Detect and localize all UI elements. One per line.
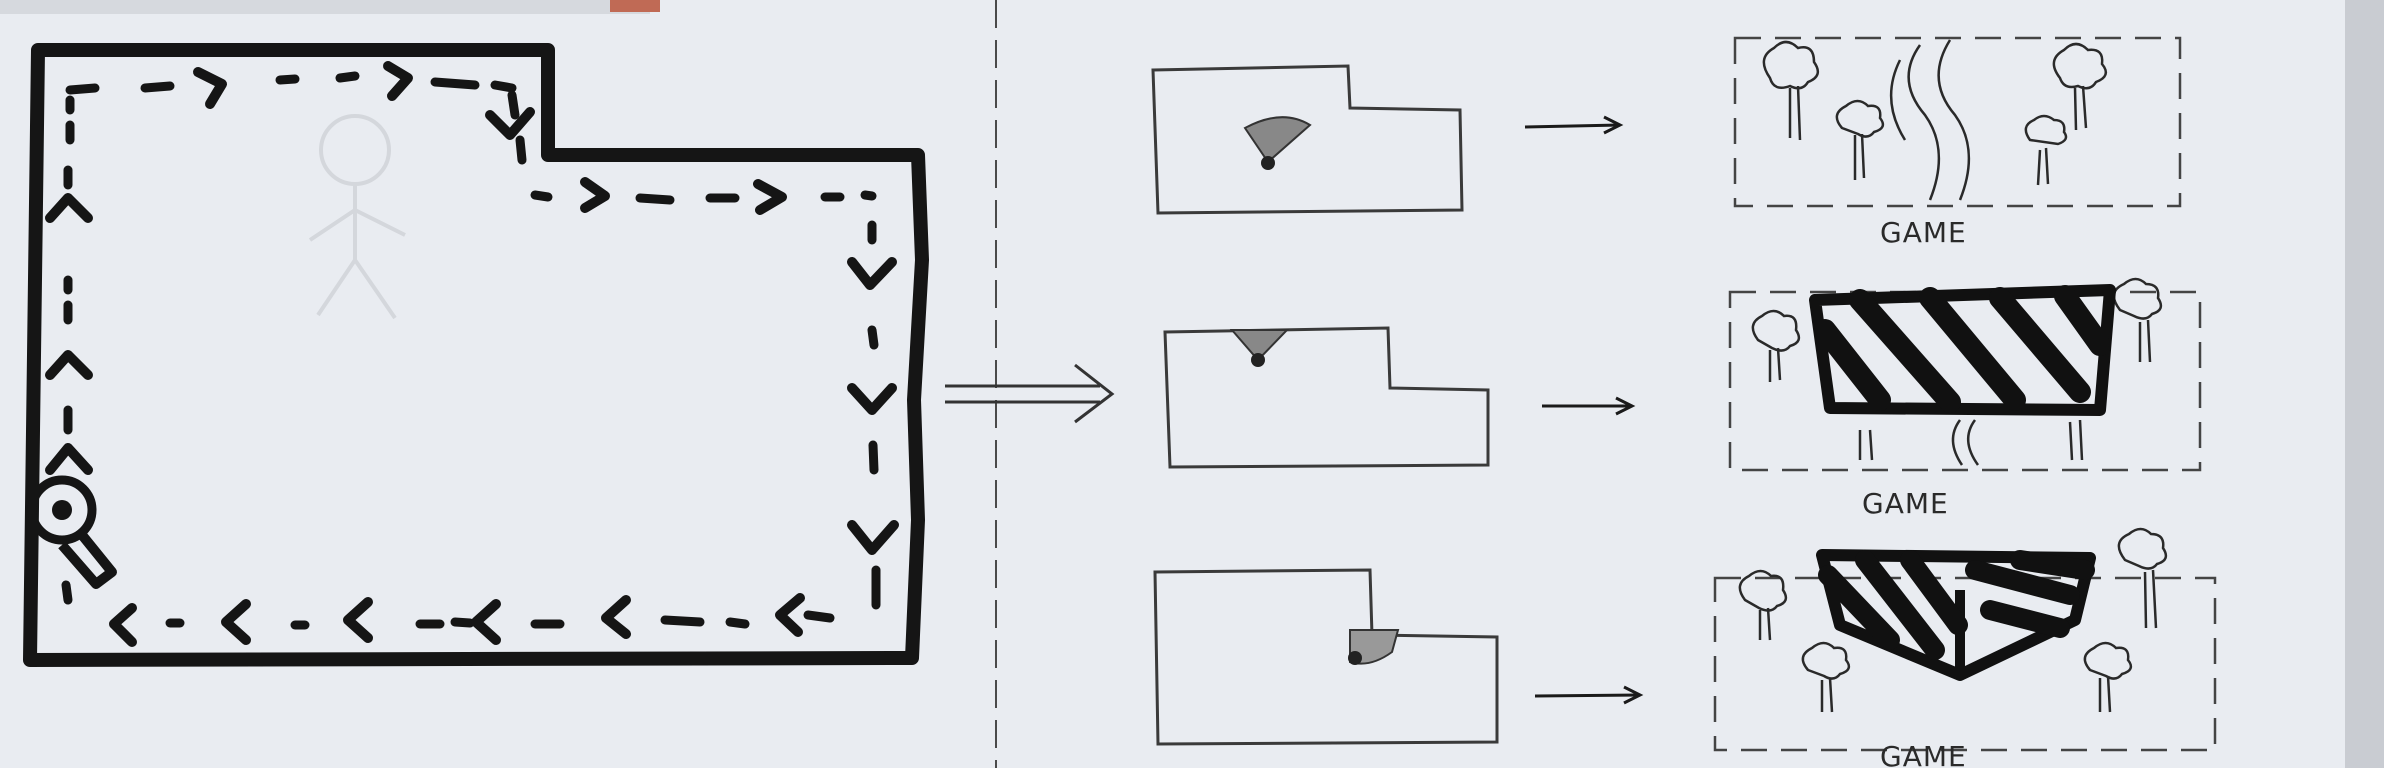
guard-marker: [27, 475, 117, 589]
room-frame-2: [1163, 326, 1490, 469]
game-label-1: GAME: [1880, 216, 1967, 249]
paper-top-color-strip: [610, 0, 660, 12]
paper-edge: [2345, 0, 2384, 768]
patrol-path: [61, 71, 881, 630]
camera-cones: [1229, 116, 1400, 665]
game-view-2: GAME: [1728, 277, 2202, 520]
game-3-hazard-zone: [1816, 549, 2096, 681]
game-label-2: GAME: [1862, 487, 1949, 520]
camera-cone-1: [1243, 116, 1312, 164]
paper-top-strip: [0, 0, 650, 14]
room-outline: [23, 43, 929, 667]
camera-dot-2: [1251, 353, 1265, 367]
game-2-hazard-zone: [1809, 284, 2116, 416]
camera-dot-1: [1261, 156, 1275, 170]
patrol-room-diagram: [23, 43, 929, 667]
game-view-3: GAME: [1713, 527, 2217, 768]
faint-figure: [308, 114, 406, 320]
game-label-3: GAME: [1880, 740, 1967, 768]
game-view-1: GAME: [1733, 36, 2182, 249]
room-frame-1: [1151, 64, 1464, 215]
transition-double-arrow: [945, 363, 1115, 424]
game-2-trees: [1751, 277, 2163, 466]
game-3-trees: [1738, 527, 2168, 713]
camera-dot-3: [1348, 651, 1362, 665]
game-1-trees: [1762, 39, 2108, 201]
camera-cone-2: [1229, 329, 1290, 362]
frame-arrows: [1524, 115, 1644, 705]
patrol-arrows: [45, 61, 899, 647]
room-frame-3: [1153, 568, 1499, 746]
room-frames: [1151, 64, 1499, 746]
